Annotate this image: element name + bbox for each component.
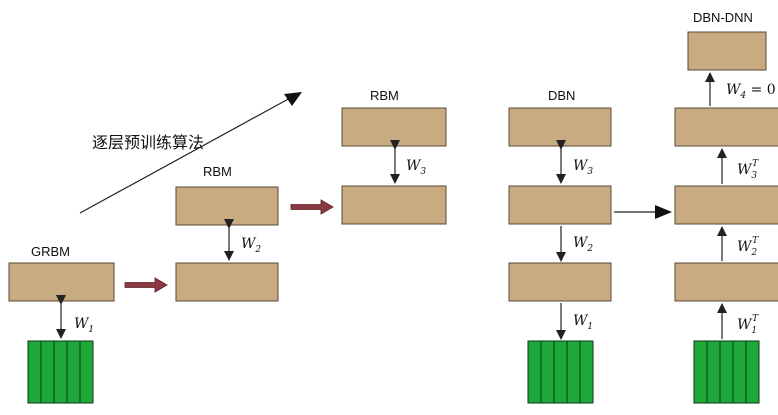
pretraining-direction-arrow [79, 96, 293, 214]
dbn-dnn-layer-3 [674, 107, 778, 147]
dbn-layer-2 [508, 185, 612, 225]
rbm-w3-hidden-layer [341, 107, 447, 147]
visible-unit [27, 340, 42, 404]
transfer-arrow-shape [124, 277, 168, 293]
rbm-w2-hidden-layer [175, 186, 279, 226]
rbm-w2-visible-layer [175, 262, 279, 302]
rbm-w2-title: RBM [203, 164, 232, 179]
visible-unit [745, 340, 760, 404]
dbn-dnn-w4-label: W4 = 0 [726, 82, 776, 101]
grbm-w1-label: W1 [74, 316, 94, 335]
grbm-title: GRBM [31, 244, 70, 259]
pretraining-arrowhead [284, 92, 302, 106]
rbm-w3-label: W3 [406, 158, 426, 177]
dbn-dnn-layer-2 [674, 185, 778, 225]
dbn-dnn-layer-1 [674, 262, 778, 302]
dbn-to-dbn-dnn-arrowhead [655, 205, 672, 219]
visible-unit [706, 340, 721, 404]
transfer-arrow-rbm-to-rbm [290, 199, 334, 215]
dbn-dnn-output-layer [687, 31, 767, 71]
rbm-w3-visible-layer [341, 185, 447, 225]
dbn-visible-units [527, 340, 594, 404]
visible-unit [693, 340, 708, 404]
visible-unit [79, 340, 94, 404]
rbm-w3-title: RBM [370, 88, 399, 103]
dbn-w1-label: W1 [573, 313, 593, 332]
visible-unit [566, 340, 581, 404]
visible-unit [540, 340, 555, 404]
dbn-w2-label: W2 [573, 235, 593, 254]
dbn-title: DBN [548, 88, 575, 103]
dbn-dnn-w1-label: W1T [737, 314, 759, 336]
dbn-dnn-title: DBN-DNN [693, 10, 753, 25]
grbm-hidden-layer [8, 262, 115, 302]
visible-unit [66, 340, 81, 404]
visible-unit [719, 340, 734, 404]
visible-unit [732, 340, 747, 404]
grbm-visible-units [27, 340, 94, 404]
visible-unit [53, 340, 68, 404]
visible-unit [553, 340, 568, 404]
transfer-arrow-shape [290, 199, 334, 215]
dbn-dnn-visible-units [693, 340, 760, 404]
dbn-w3-label: W3 [573, 158, 593, 177]
dbn-dnn-w3-label: W3T [737, 159, 759, 181]
dbn-layer-1 [508, 262, 612, 302]
visible-unit [40, 340, 55, 404]
rbm-w2-label: W2 [241, 236, 261, 255]
dbn-dnn-w2-label: W2T [737, 236, 759, 258]
visible-unit [527, 340, 542, 404]
dbn-layer-3 [508, 107, 612, 147]
transfer-arrow-grbm-to-rbm [124, 277, 168, 293]
visible-unit [579, 340, 594, 404]
layerwise-pretraining-label: 逐层预训练算法 [92, 133, 204, 152]
